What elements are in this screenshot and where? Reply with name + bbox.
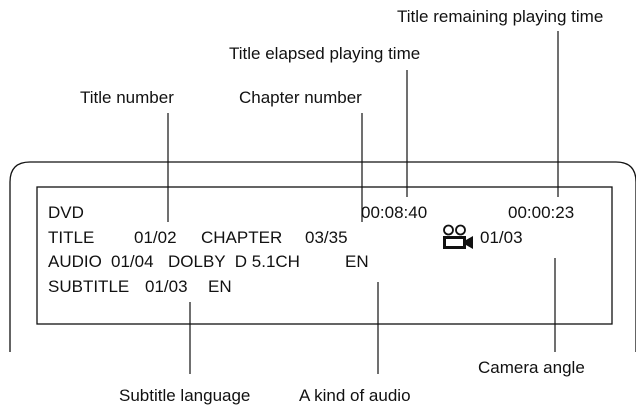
title-elapsed-label: Title elapsed playing time: [229, 44, 421, 63]
audio-kind-label: A kind of audio: [299, 386, 411, 405]
remaining-time: 00:00:23: [508, 203, 575, 222]
subtitle-track: 01/03: [145, 277, 188, 296]
angle-value: 01/03: [480, 228, 523, 247]
audio-format: DOLBY D 5.1CH: [168, 252, 300, 271]
chapter-value: 03/35: [305, 228, 348, 247]
chapter-label: CHAPTER: [201, 228, 283, 247]
camera-angle-label: Camera angle: [478, 358, 585, 377]
subtitle-language-label: Subtitle language: [119, 386, 251, 405]
title-number-label: Title number: [80, 88, 174, 107]
title-label: TITLE: [48, 228, 95, 247]
audio-language: EN: [345, 252, 369, 271]
audio-label: AUDIO: [48, 252, 102, 271]
elapsed-time: 00:08:40: [361, 203, 428, 222]
tv-frame: [9, 161, 636, 352]
subtitle-language-value: EN: [208, 277, 232, 296]
chapter-number-label: Chapter number: [239, 88, 362, 107]
disc-type: DVD: [48, 203, 84, 222]
osd-box: [36, 186, 613, 325]
audio-track: 01/04: [111, 252, 154, 271]
title-remaining-label: Title remaining playing time: [397, 7, 604, 26]
title-value: 01/02: [134, 228, 177, 247]
camera-icon: [443, 224, 473, 249]
subtitle-label: SUBTITLE: [48, 277, 130, 296]
